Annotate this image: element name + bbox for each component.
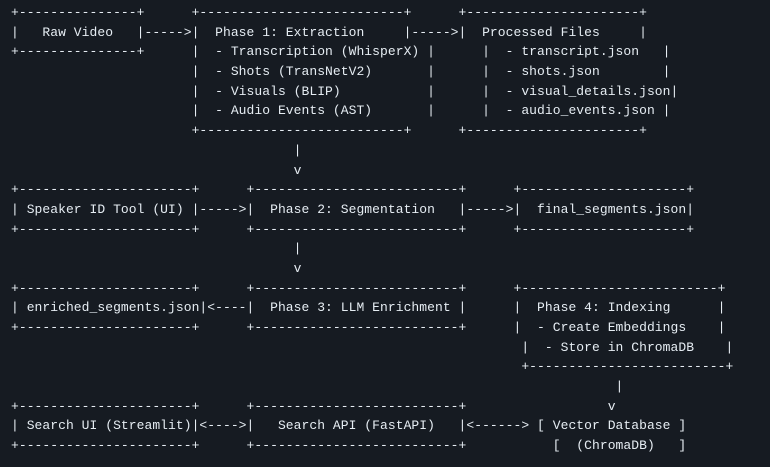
diagram-line: | - Shots (TransNetV2) | | - shots.json … [11,64,671,80]
diagram-line: +--------------------------+ +----------… [11,123,647,139]
diagram-line: +----------------------+ +--------------… [11,438,687,454]
diagram-line: +---------------+ | - Transcription (Whi… [11,44,671,60]
diagram-line: | Raw Video |----->| Phase 1: Extraction… [11,24,647,40]
diagram-line: | Search UI (Streamlit)|<---->| Search A… [11,418,687,434]
diagram-line: | Speaker ID Tool (UI) |----->| Phase 2:… [11,201,695,217]
diagram-line: | [11,241,302,257]
diagram-line: | [11,142,302,158]
diagram-line: +----------------------+ +--------------… [11,221,695,237]
diagram-line: | - Visuals (BLIP) | | - visual_details.… [11,83,679,99]
diagram-line: +----------------------+ +--------------… [11,280,726,296]
diagram-line: v [11,260,302,276]
diagram-line: | [11,379,624,395]
diagram-line: +----------------------+ +--------------… [11,320,726,335]
diagram-line: | enriched_segments.json|<----| Phase 3:… [11,300,726,316]
diagram-line: | - Audio Events (AST) | | - audio_event… [11,103,671,119]
diagram-line: +---------------+ +---------------------… [11,5,647,20]
diagram-line: +----------------------+ +--------------… [11,182,695,198]
ascii-pipeline-diagram: +---------------+ +---------------------… [11,3,733,456]
diagram-line: +----------------------+ +--------------… [11,398,616,414]
diagram-line: +-------------------------+ [11,359,734,375]
diagram-line: v [11,162,302,178]
diagram-line: | - Store in ChromaDB | [11,339,734,355]
